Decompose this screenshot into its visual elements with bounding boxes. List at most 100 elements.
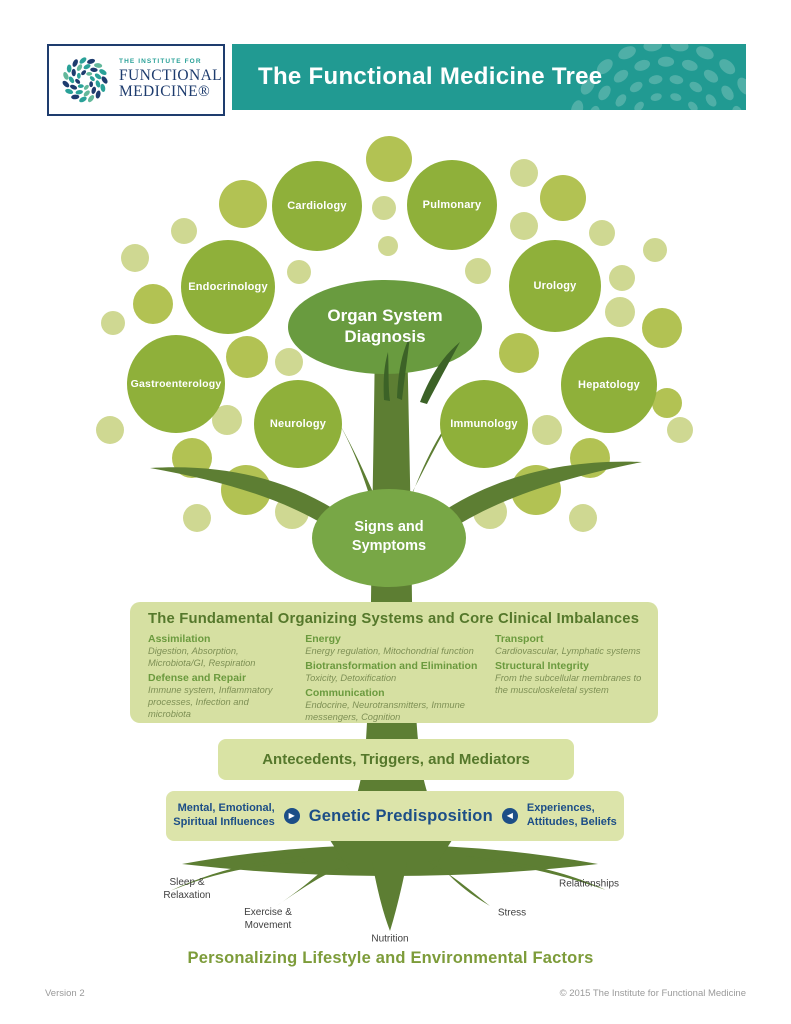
logo-dot-icon <box>100 83 106 92</box>
banner-dot-icon <box>629 81 643 93</box>
leaf-dot-icon <box>171 218 197 244</box>
leaf-dot-icon <box>133 284 173 324</box>
logo-dot-icon <box>91 86 97 94</box>
logo-dot-icon <box>89 76 95 82</box>
logo-dot-icon <box>70 84 78 90</box>
leaf-dot-icon <box>652 388 682 418</box>
leaf-dot-icon <box>605 297 635 327</box>
leaf-dot-icon <box>96 416 124 444</box>
logo-dot-icon <box>94 73 102 80</box>
specialty-circles <box>127 160 657 468</box>
ifm-logo-mark-icon <box>62 57 108 103</box>
banner-dot-icon <box>688 101 698 110</box>
logo-dot-icon <box>63 72 69 80</box>
leaf-dot-icon <box>465 258 491 284</box>
leaf-dot-icon <box>643 238 667 262</box>
root-label-relationships: Relationships <box>558 878 620 890</box>
leaf-dot-icon <box>499 333 539 373</box>
logo-dot-icon <box>75 78 81 84</box>
banner-dot-icon <box>737 77 746 95</box>
logo-dot-icon <box>83 64 91 70</box>
logo-dot-icon <box>99 69 107 75</box>
root-label-nutrition: Nutrition <box>371 933 409 945</box>
logo-dot-icon <box>90 67 98 73</box>
root-label-stress: Stress <box>497 907 527 919</box>
banner-dot-icon <box>571 100 584 110</box>
root-left-mid <box>272 858 350 909</box>
banner-dot-icon <box>732 105 743 110</box>
banner-dots-pattern <box>571 44 746 110</box>
banner-dot-icon <box>598 85 611 101</box>
systems-panel: The Fundamental Organizing Systems and C… <box>130 602 658 723</box>
logo-dot-icon <box>87 95 95 103</box>
copyright-label: © 2015 The Institute for Functional Medi… <box>559 988 746 999</box>
logo-dot-icon <box>68 76 75 84</box>
banner-dot-icon <box>580 77 595 95</box>
leaf-dot-icon <box>642 308 682 348</box>
systems-column-3: Transport Cardiovascular, Lymphatic syst… <box>495 630 646 723</box>
leaf-dot-icon <box>589 220 615 246</box>
logo-dot-icon <box>95 80 101 88</box>
genetic-center-label: Genetic Predisposition <box>308 806 493 825</box>
leaf-dot-icon <box>510 159 538 187</box>
banner-dot-icon <box>670 93 682 101</box>
arrow-right-icon: ▶ <box>283 808 300 824</box>
banner-dot-icon <box>689 81 703 93</box>
system-detail: From the subcellular membranes to the mu… <box>495 673 642 696</box>
leaf-dot-icon <box>372 196 396 220</box>
logo-dot-icon <box>62 80 70 88</box>
root-left-outer <box>170 856 308 891</box>
leaf-dot-icon <box>366 136 412 182</box>
antecedents-label: Antecedents, Triggers, and Mediators <box>262 751 530 768</box>
roots-base <box>326 834 456 874</box>
ifm-logo: THE INSTITUTE FOR FUNCTIONAL MEDICINE® <box>47 44 225 116</box>
branch-tip-icon <box>397 336 410 400</box>
logo-line-institute: THE INSTITUTE FOR <box>119 58 202 66</box>
logo-dot-icon <box>72 59 78 67</box>
logo-dot-icon <box>65 88 74 95</box>
system-detail: Immune system, Inflammatory processes, I… <box>148 685 273 720</box>
system-name: Transport <box>495 633 544 645</box>
logo-line-medicine: MEDICINE® <box>119 83 211 101</box>
signs-symptoms-ellipse <box>312 489 466 587</box>
logo-line-functional: FUNCTIONAL <box>119 66 223 84</box>
banner-dot-icon <box>596 59 613 75</box>
genetic-panel: Mental, Emotional, Spiritual Influences … <box>166 791 624 841</box>
system-name: Biotransformation and Elimination <box>305 660 478 673</box>
system-detail: Toxicity, Detoxification <box>305 673 397 684</box>
circle-gastroenterology <box>127 335 225 433</box>
system-detail: Energy regulation, Mitochondrial functio… <box>305 646 474 656</box>
logo-dot-icon <box>75 89 83 95</box>
banner-dot-icon <box>703 69 719 83</box>
logo-dot-icon <box>71 94 80 100</box>
leaf-dot-icon <box>219 180 267 228</box>
ifm-logo-text: THE INSTITUTE FOR FUNCTIONAL MEDICINE® <box>119 59 222 100</box>
system-name: Defense and Repair <box>148 672 247 685</box>
genetic-right-label: Experiences, Attitudes, Beliefs <box>526 802 617 828</box>
leaf-dot-icon <box>183 504 211 532</box>
logo-dot-icon <box>83 90 90 97</box>
banner-dot-icon <box>681 59 698 71</box>
leaf-dot-icon <box>609 265 635 291</box>
banner-dot-icon <box>615 94 627 107</box>
system-name: Energy <box>305 633 341 645</box>
leaf-dot-icon <box>275 348 303 376</box>
leaf-dot-icon <box>287 260 311 284</box>
leaf-dot-icon <box>532 415 562 445</box>
root-center <box>372 862 407 931</box>
logo-dot-icon <box>94 63 103 68</box>
branch-tip-icon <box>383 352 390 401</box>
leaf-dot-icon <box>121 244 149 272</box>
banner-dot-icon <box>643 44 662 52</box>
organ-system-ellipse <box>288 280 482 374</box>
root-label-sleep: Sleep & Relaxation <box>163 877 211 901</box>
leaf-dot-icon <box>226 336 268 378</box>
leaf-dot-icon <box>510 212 538 240</box>
logo-dot-icon <box>83 84 89 90</box>
leaf-dot-icon <box>212 405 242 435</box>
page-title: The Functional Medicine Tree <box>258 63 603 90</box>
system-name: Assimilation <box>148 633 211 645</box>
banner-dot-icon <box>657 56 675 67</box>
